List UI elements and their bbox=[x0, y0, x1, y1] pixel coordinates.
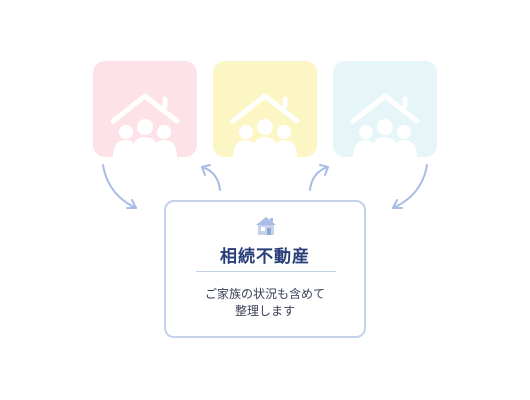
inheritance-real-estate-card: 相続不動産 ご家族の状況も含めて 整理します bbox=[164, 200, 366, 338]
arrow-card-to-tile3 bbox=[309, 164, 329, 191]
card-description-line-1: ご家族の状況も含めて bbox=[204, 287, 325, 301]
house-family-icon bbox=[230, 93, 300, 157]
house-icon bbox=[256, 217, 276, 235]
card-description: ご家族の状況も含めて 整理します bbox=[166, 286, 364, 320]
family-tile-yellow bbox=[213, 61, 317, 157]
arrow-tile3-to-card bbox=[392, 164, 428, 209]
arrow-tile1-to-card bbox=[102, 164, 137, 209]
arrow-card-to-tile2 bbox=[201, 164, 221, 191]
family-tile-cyan bbox=[333, 61, 437, 157]
card-title: 相続不動産 bbox=[220, 247, 310, 267]
card-divider bbox=[196, 271, 336, 272]
house-family-icon bbox=[110, 93, 180, 157]
house-family-icon bbox=[350, 93, 420, 157]
card-description-line-2: 整理します bbox=[234, 304, 295, 318]
family-tile-pink bbox=[93, 61, 197, 157]
